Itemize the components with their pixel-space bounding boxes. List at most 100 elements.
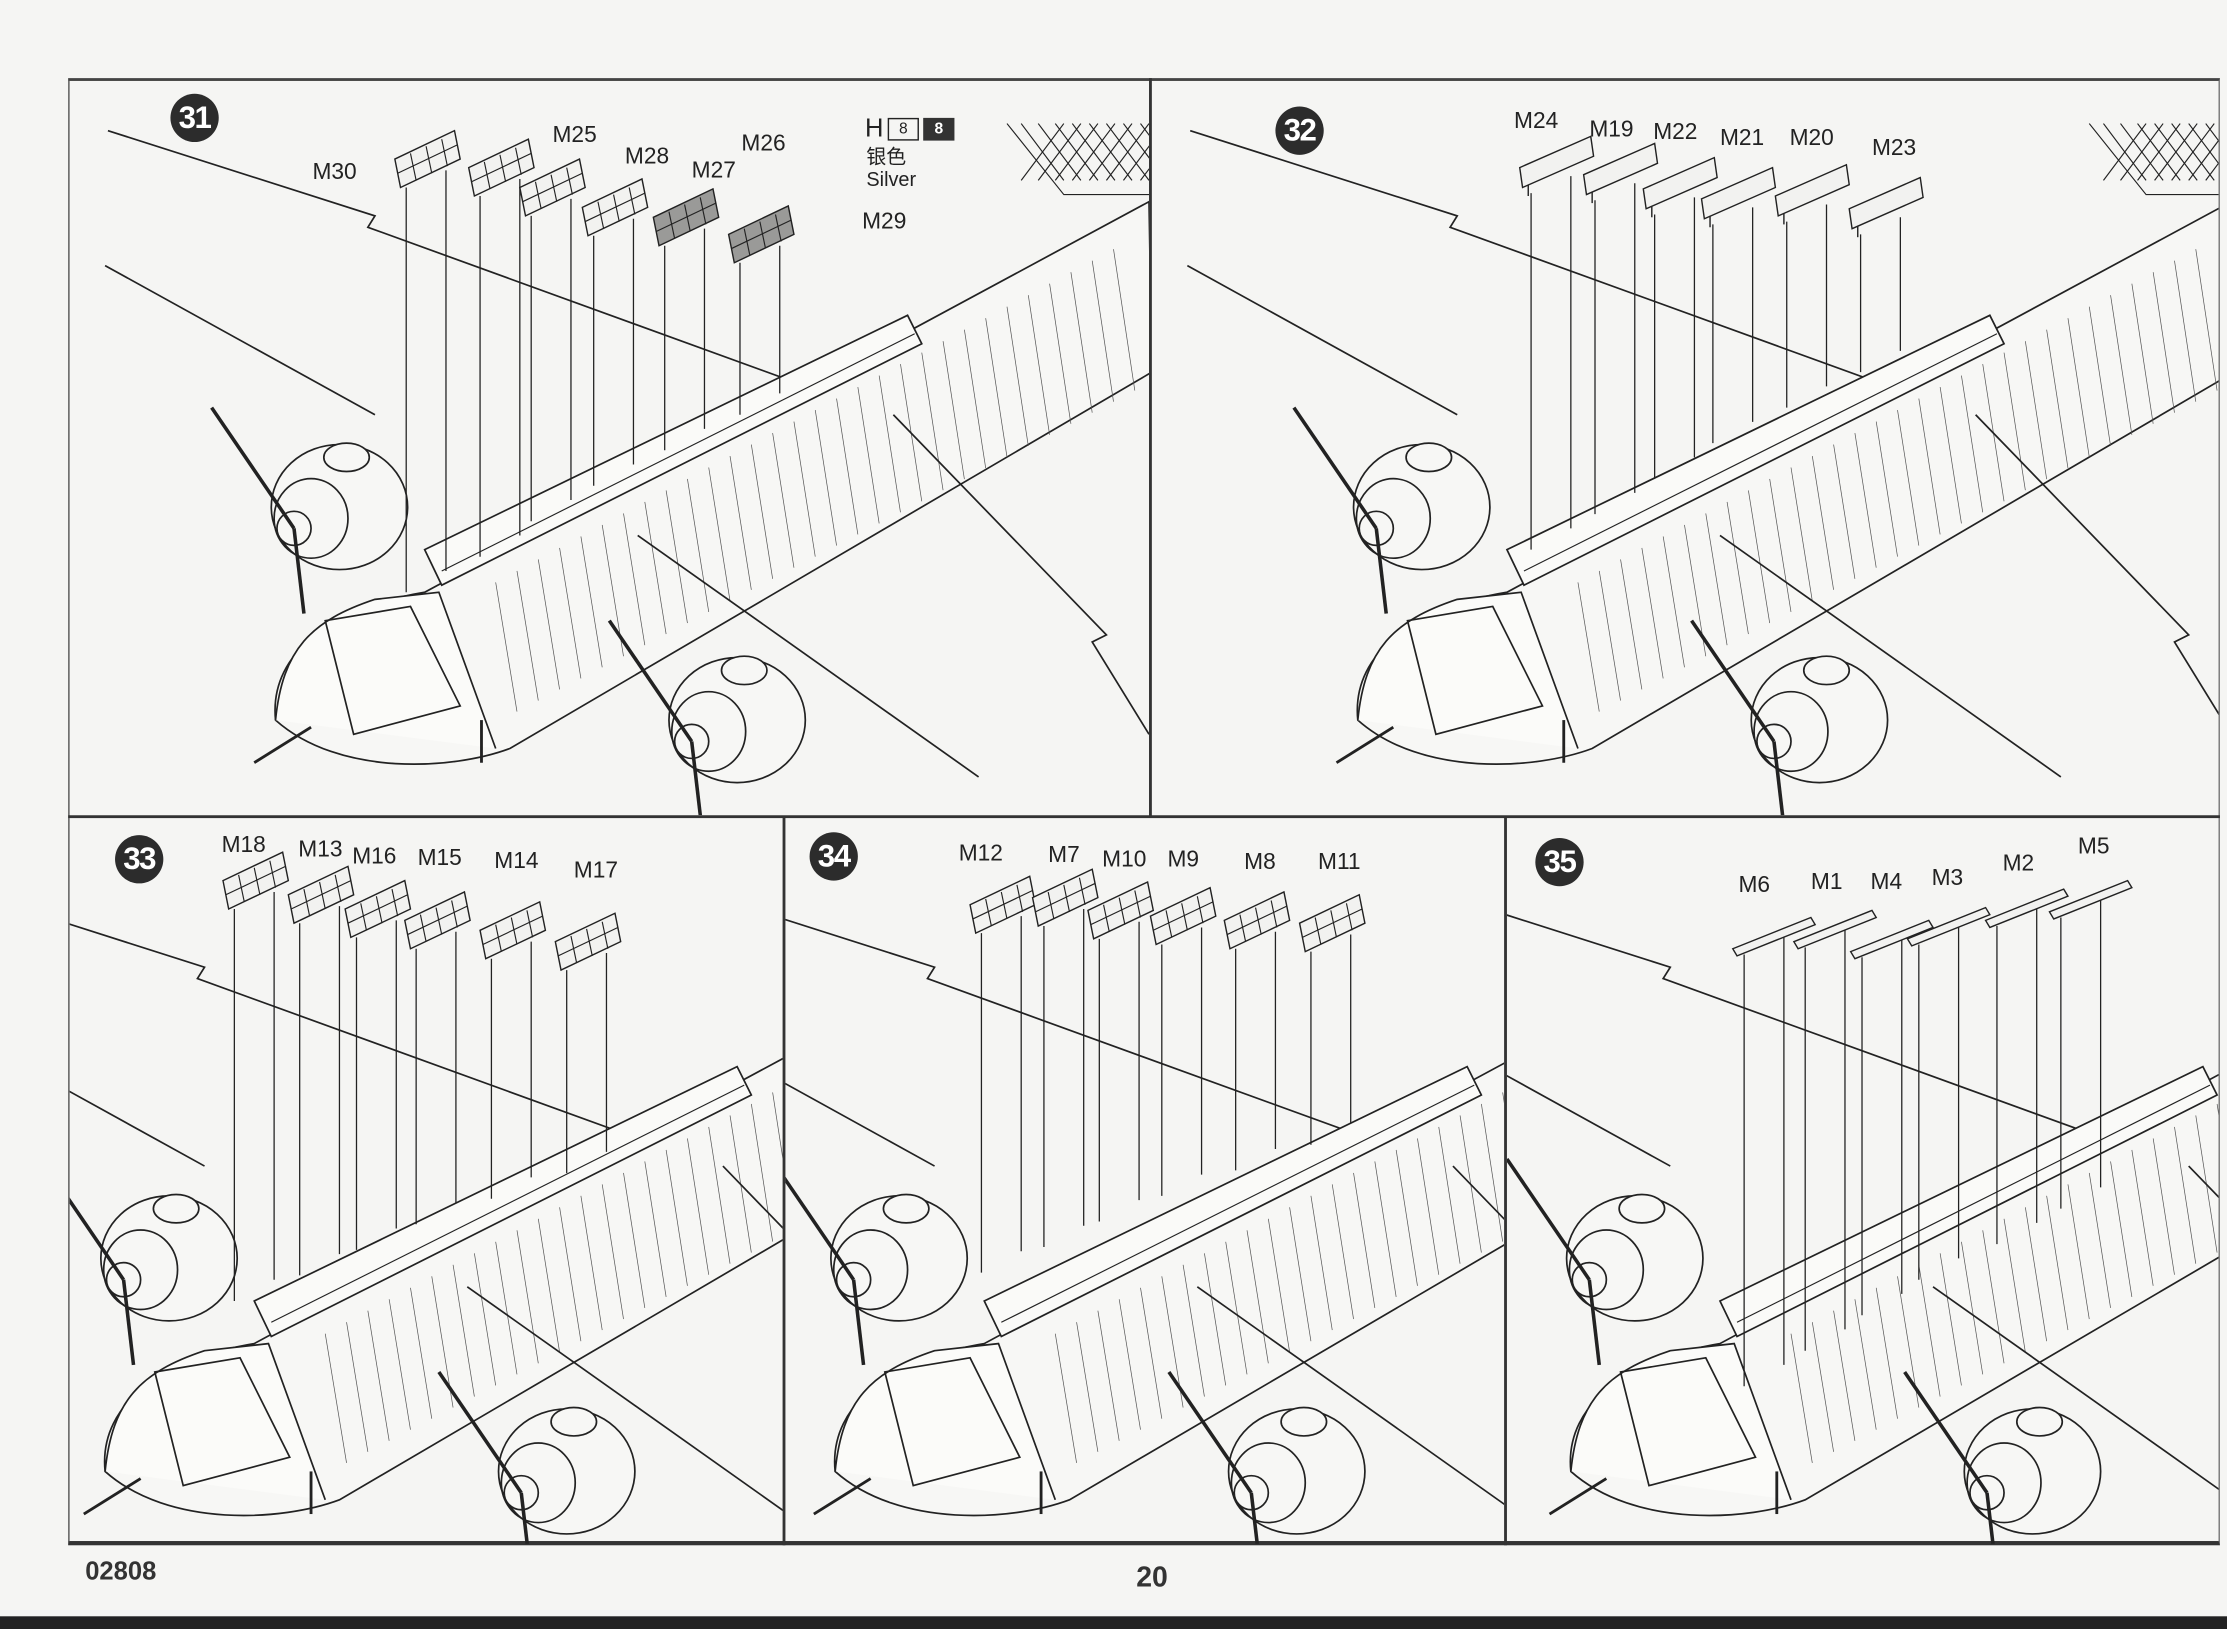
hatched-panel (2088, 123, 2219, 196)
column-divider (782, 816, 785, 1546)
propeller-blade (1506, 1157, 1591, 1281)
engine-right (1903, 1371, 2102, 1544)
cockpit-frame (1406, 605, 1544, 736)
part-label: M13 (298, 837, 343, 863)
wing-root-line (1189, 129, 1948, 409)
propeller-blade (1292, 406, 1378, 530)
fuselage-ribs (324, 1092, 783, 1463)
kit-part (652, 187, 720, 247)
kit-part (1792, 909, 1878, 950)
kit-part (1518, 135, 1595, 197)
kit-part (287, 865, 355, 925)
part-label: M10 (1102, 847, 1147, 873)
aircraft-drawing (69, 923, 783, 1544)
fuselage-ribs (1577, 249, 2218, 712)
propeller-blade (121, 1279, 136, 1366)
propeller-blade (607, 619, 694, 743)
part-label: M9 (1167, 847, 1200, 873)
cockpit-frame (1619, 1356, 1757, 1487)
nose-glazing (834, 1342, 1057, 1501)
step-35-panel (1506, 818, 2219, 1544)
part-label: M14 (494, 849, 539, 874)
aircraft-drawing (1506, 914, 2219, 1544)
wing-edge-line (1186, 264, 1458, 416)
step-31-badge: 31 (170, 93, 219, 143)
propeller-blade (1374, 528, 1388, 614)
wing-root-line (69, 923, 695, 1160)
kit-part (1031, 868, 1099, 928)
engine-left (210, 406, 409, 614)
aircraft-drawing (1186, 123, 2219, 816)
kit-part (1849, 919, 1935, 960)
propeller-blade (1587, 1279, 1602, 1366)
wing-edge-line (69, 1090, 205, 1167)
wing-strut-line (637, 534, 980, 778)
part-label: M3 (1931, 866, 1964, 891)
engine-left (69, 1193, 239, 1366)
nose-glazing (104, 1342, 327, 1501)
propeller-blade (1772, 741, 1785, 816)
engine-right (607, 619, 807, 816)
part-label: M29 (862, 210, 907, 235)
fuselage-ribs (495, 249, 1136, 712)
part-label: M26 (741, 132, 786, 157)
propeller-blade (69, 1197, 126, 1281)
wing-root-line (107, 129, 866, 409)
step-illustration (785, 868, 1505, 1544)
part-label: M19 (1589, 117, 1634, 143)
step-35-badge: 35 (1535, 837, 1584, 887)
kit-part (1848, 176, 1924, 238)
step-31-panel (70, 81, 1150, 816)
kit-part (1984, 888, 2069, 929)
engine-left (1506, 1157, 1704, 1366)
nose-glazing (274, 591, 497, 749)
part-label: M25 (552, 123, 597, 148)
propeller-blade (1985, 1492, 1995, 1544)
kit-part (969, 875, 1037, 935)
kit-part (1774, 163, 1851, 225)
kit-part (1149, 886, 1217, 946)
propeller-blade (1167, 1371, 1253, 1494)
part-label: M24 (1514, 109, 1559, 134)
engine-right (437, 1371, 636, 1544)
engine-left (1292, 406, 1491, 614)
propeller-blade (292, 528, 306, 614)
scan-edge (0, 1616, 2227, 1629)
wing-root-line (785, 918, 1425, 1160)
kit-part (727, 204, 795, 264)
part-label: M7 (1048, 843, 1080, 868)
kit-part (581, 177, 649, 237)
part-label: M28 (624, 144, 670, 170)
part-label: M16 (352, 845, 397, 870)
kit-part (1298, 893, 1366, 953)
nose-gun (1548, 1477, 1608, 1516)
wing-root-line (1506, 914, 2161, 1160)
propeller-blade (689, 741, 703, 816)
step-32-panel (1152, 81, 2219, 816)
part-label: M22 (1653, 120, 1698, 145)
wing-strut-line (1932, 1286, 2219, 1491)
kit-part (1582, 142, 1659, 204)
right-wing-edge (1975, 414, 2219, 716)
kit-part (1731, 916, 1817, 957)
nose-glazing (1356, 591, 1579, 749)
part-label: M23 (1871, 136, 1917, 161)
nose-gun (83, 1477, 142, 1516)
aircraft-drawing (104, 123, 1150, 816)
nose-gun (813, 1477, 872, 1516)
wing-edge-line (104, 264, 376, 416)
propeller-blade (1249, 1492, 1260, 1544)
step-illustration (1506, 879, 2219, 1544)
engine-right (1167, 1371, 1366, 1544)
nose-gun (253, 725, 312, 764)
paint-color-cn: 银色 (866, 144, 907, 168)
paint-color-en: Silver (866, 167, 917, 191)
kit-code: 02808 (85, 1556, 157, 1586)
part-label: M12 (958, 842, 1003, 867)
kit-part (1223, 890, 1291, 950)
kit-part (2048, 879, 2133, 920)
wing-strut-line (1196, 1286, 1505, 1506)
cockpit-frame (883, 1356, 1022, 1487)
part-label: M15 (417, 846, 462, 871)
